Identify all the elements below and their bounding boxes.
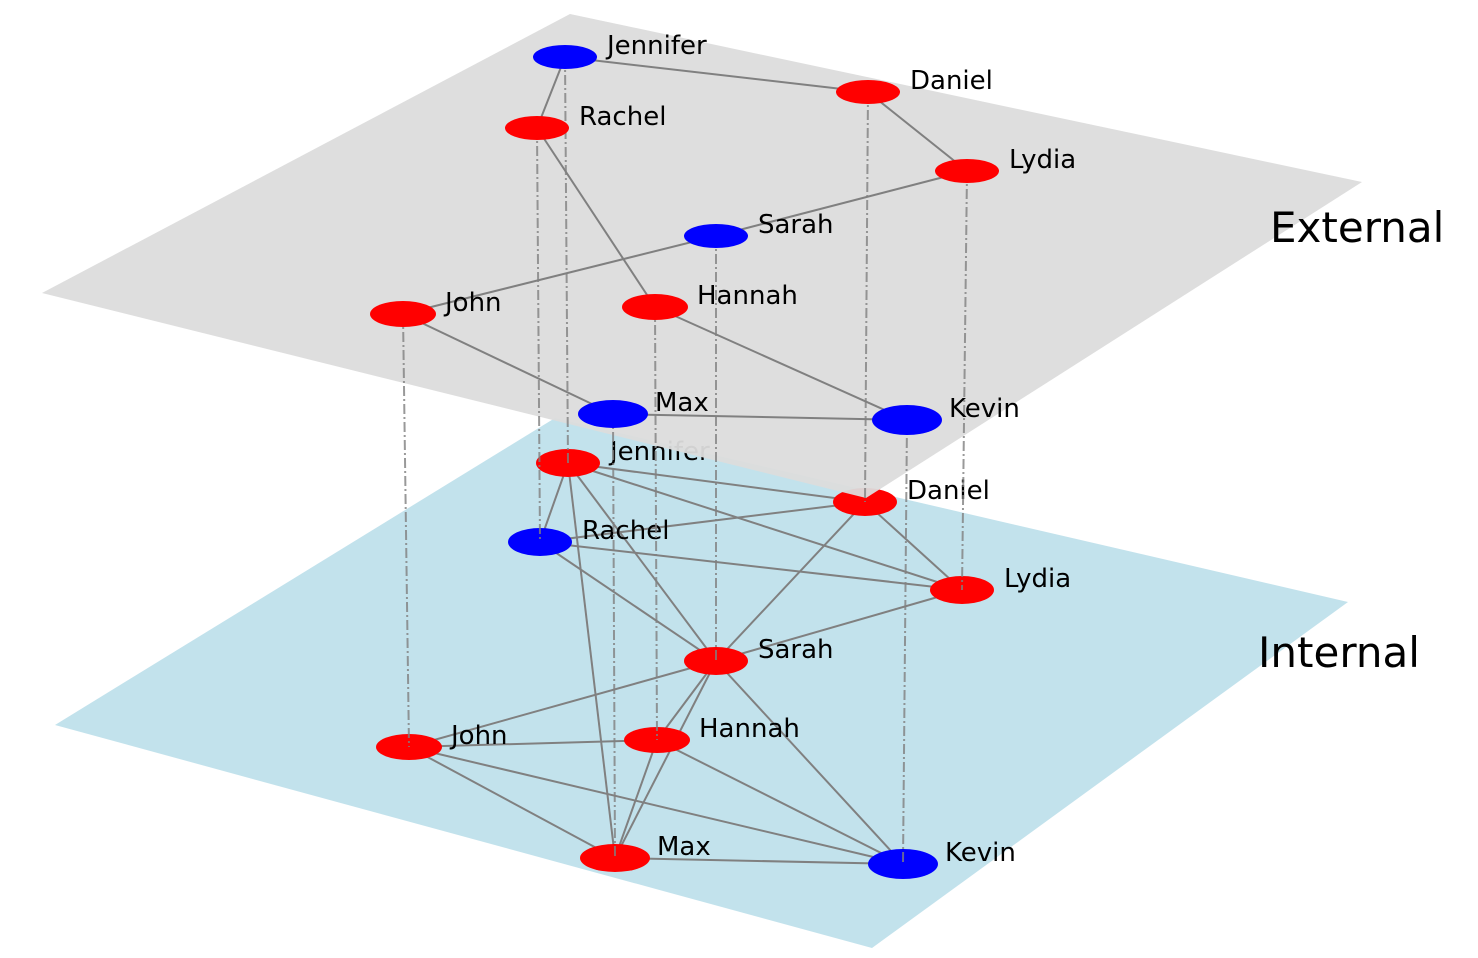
- internal-edge-sarah-max: [614, 660, 717, 859]
- internal-node-sarah: [684, 647, 748, 675]
- external-edges: [402, 56, 968, 421]
- internal-edge-john-max: [408, 746, 616, 859]
- internal-edge-hannah-kevin: [656, 739, 904, 865]
- internal-edge-john-kevin: [408, 746, 904, 865]
- external-node-label-jennifer: Jennifer: [605, 31, 707, 61]
- external-edge-hannah-kevin: [654, 306, 908, 421]
- external-edge-rachel-hannah: [536, 127, 656, 308]
- interlayer-link-kevin: [902, 419, 908, 865]
- external-nodes: [370, 45, 999, 435]
- internal-node-jennifer: [536, 449, 600, 477]
- internal-edge-john-hannah: [408, 739, 658, 748]
- internal-node-label-lydia: Lydia: [1004, 564, 1071, 594]
- external-layer-label: External: [1270, 203, 1444, 252]
- internal-layer-plane: [55, 418, 1348, 948]
- internal-edge-hannah-max: [614, 739, 658, 859]
- internal-edge-jennifer-daniel: [567, 462, 866, 503]
- internal-node-max: [580, 844, 650, 872]
- external-node-rachel: [505, 116, 569, 140]
- external-node-label-kevin: Kevin: [949, 394, 1020, 424]
- internal-node-kevin: [868, 849, 938, 879]
- external-layer-plane: [42, 14, 1362, 498]
- external-edge-sarah-john: [402, 235, 717, 315]
- interlayer-link-rachel: [536, 127, 541, 543]
- external-node-label-rachel: Rachel: [579, 102, 666, 132]
- interlayer-link-max: [612, 413, 616, 859]
- internal-layer-label: Internal: [1258, 628, 1420, 677]
- interlayer-link-lydia: [961, 170, 968, 591]
- internal-edge-lydia-sarah: [715, 589, 963, 662]
- interlayer-link-john: [402, 313, 410, 748]
- internal-edge-daniel-lydia: [864, 501, 963, 591]
- external-node-sarah: [684, 224, 748, 248]
- internal-edge-jennifer-sarah: [567, 462, 717, 662]
- external-edge-max-kevin: [612, 413, 908, 421]
- interlayer-link-daniel: [864, 91, 869, 503]
- external-edge-john-max: [402, 313, 614, 415]
- external-node-john: [370, 301, 436, 327]
- external-node-label-daniel: Daniel: [910, 66, 993, 96]
- external-node-max: [578, 400, 648, 428]
- external-node-kevin: [872, 405, 942, 435]
- external-node-daniel: [836, 80, 900, 104]
- external-node-label-hannah: Hannah: [697, 281, 798, 311]
- external-edge-jennifer-daniel: [564, 56, 869, 93]
- internal-node-label-kevin: Kevin: [945, 838, 1016, 868]
- external-node-jennifer: [533, 45, 597, 69]
- internal-edge-sarah-john: [408, 660, 717, 748]
- internal-edges: [408, 462, 963, 865]
- internal-node-label-john: John: [449, 721, 508, 751]
- internal-node-label-hannah: Hannah: [699, 714, 800, 744]
- external-node-label-lydia: Lydia: [1009, 145, 1076, 175]
- external-edge-daniel-lydia: [867, 91, 968, 172]
- internal-edge-sarah-kevin: [715, 660, 904, 865]
- internal-edge-rachel-sarah: [539, 541, 717, 662]
- external-node-hannah: [622, 294, 688, 320]
- interlayer-link-hannah: [654, 306, 658, 741]
- internal-edge-jennifer-max: [567, 462, 616, 859]
- external-edge-lydia-sarah: [715, 170, 968, 237]
- internal-edge-rachel-lydia: [539, 541, 963, 591]
- internal-edge-rachel-daniel: [539, 501, 866, 543]
- internal-node-label-rachel: Rachel: [582, 516, 669, 546]
- internal-node-label-max: Max: [657, 832, 711, 862]
- external-node-lydia: [935, 159, 999, 183]
- external-node-label-john: John: [443, 288, 502, 318]
- internal-edge-daniel-sarah: [715, 501, 866, 662]
- internal-edge-max-kevin: [614, 857, 904, 865]
- internal-node-label-daniel: Daniel: [907, 476, 990, 506]
- internal-edge-jennifer-lydia: [567, 462, 963, 591]
- external-node-label-sarah: Sarah: [758, 210, 834, 240]
- internal-node-label-sarah: Sarah: [758, 635, 834, 665]
- external-node-label-max: Max: [655, 388, 709, 418]
